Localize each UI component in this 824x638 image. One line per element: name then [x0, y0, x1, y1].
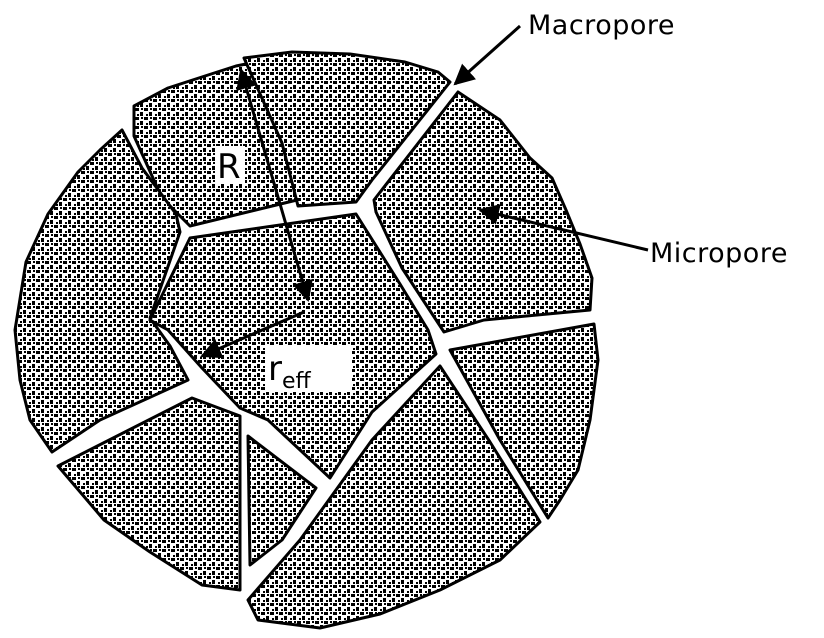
effective-radius-subscript: eff: [282, 369, 312, 394]
macropore-callout-arrow: [455, 26, 520, 84]
particle-fragments: [15, 52, 598, 628]
effective-radius-symbol: r: [268, 349, 282, 389]
macropore-label: Macropore: [528, 10, 675, 41]
micropore-label: Micropore: [650, 238, 788, 269]
radius-label: R: [217, 147, 241, 187]
